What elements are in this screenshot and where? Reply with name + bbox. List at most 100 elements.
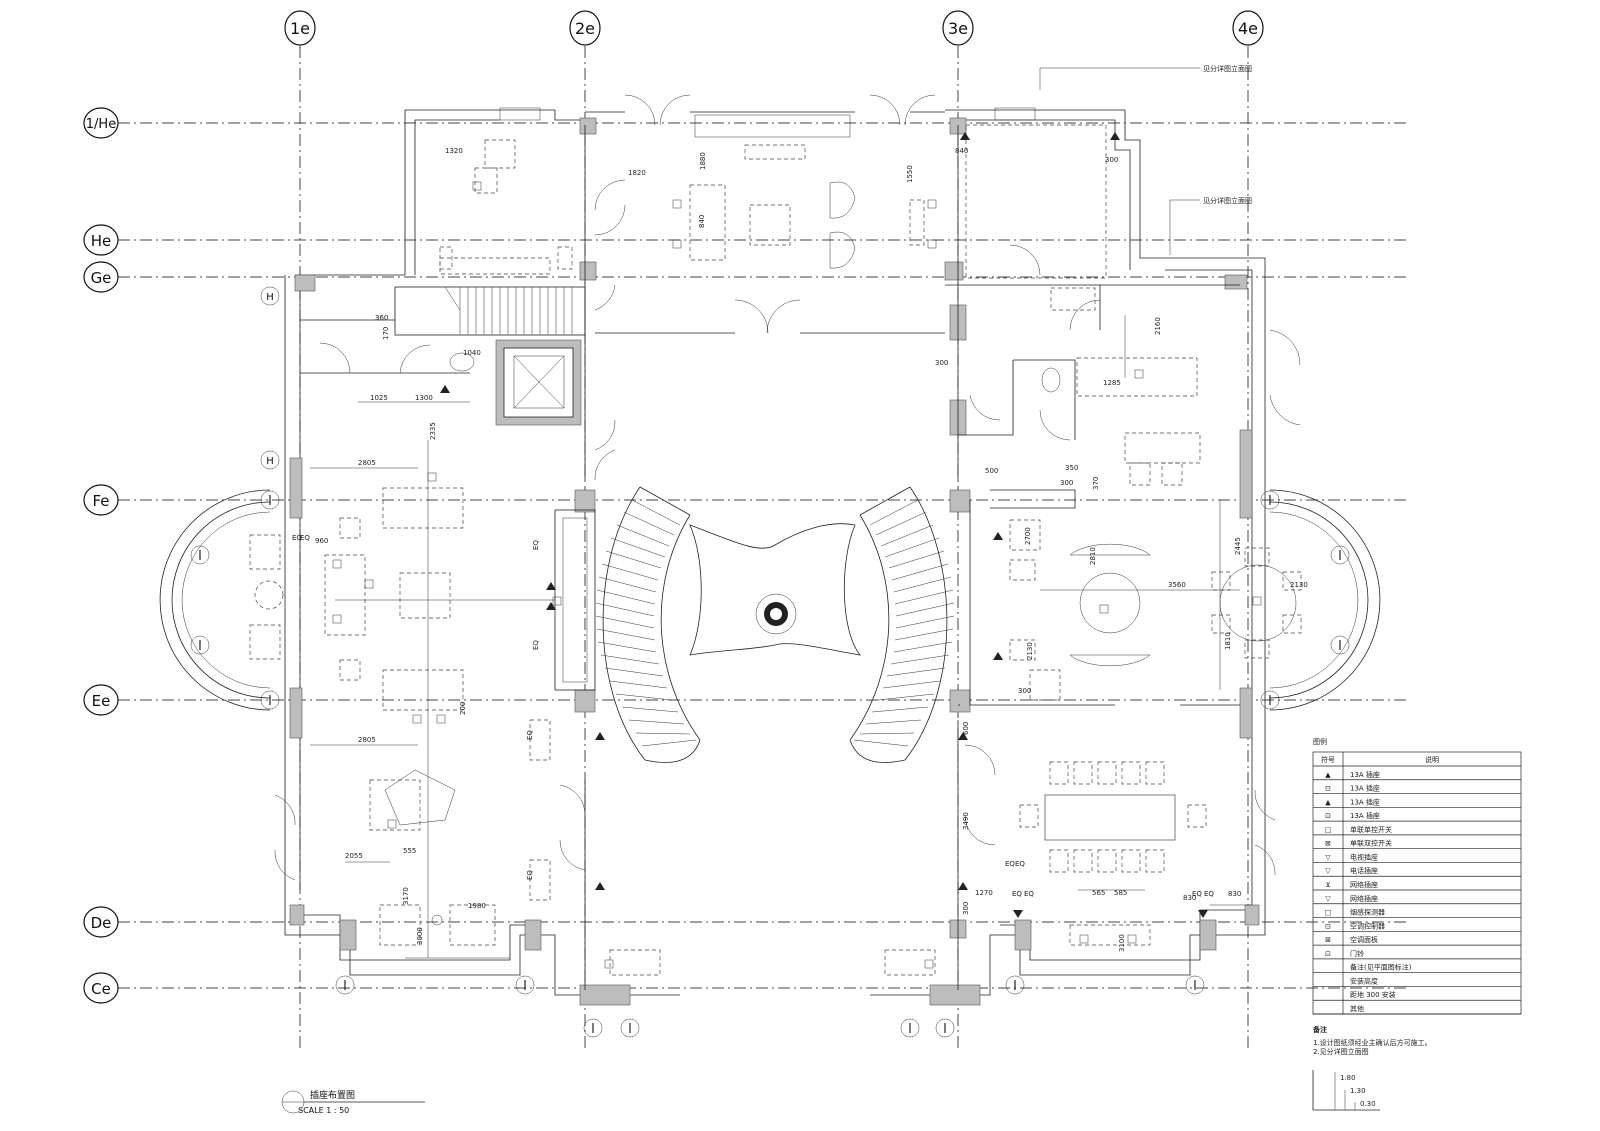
legend-row: ▲13A 插座 (1313, 770, 1521, 781)
dim-left-stair-170: 170 (382, 327, 390, 340)
dim-center-eq-4: EQ (526, 870, 534, 880)
axis-label-fe: Fe (92, 492, 109, 510)
legend-table: 图例 符号 说明 ▲13A 插座⊡13A 插座▲13A 插座⊡13A 插座□单联… (1312, 737, 1522, 1015)
dim-center-eq-1: EQ (532, 540, 540, 550)
dim-right-upper-500: 500 (985, 467, 998, 475)
legend-symbol: ▽ (1325, 895, 1331, 903)
legend-description: 13A 插座 (1350, 811, 1380, 820)
height-diagram: 1.80 1.30 0.30 (1312, 1070, 1380, 1111)
top-note-leaders: 见分详图立面图 见分详图立面图 (1039, 64, 1252, 255)
dim-right-upper-830: 830 (1183, 894, 1196, 902)
exterior-walls (284, 107, 1266, 1006)
axis-bubble-2e: 2e (569, 10, 601, 46)
dim-right-upper-300b: 300 (1060, 479, 1073, 487)
legend-symbol: ⊡ (1325, 922, 1331, 930)
height-mark-3: 0.30 (1360, 1100, 1376, 1108)
right-bay-window (1269, 489, 1381, 711)
legend-symbol: ⊡ (1325, 785, 1331, 793)
legend-row: ⊡ 门铃 (1313, 949, 1521, 960)
dim-center-eq-3: EQ (526, 730, 534, 740)
legend-description: 网络插座 (1350, 880, 1378, 889)
axis-bubble-fe: Fe (83, 484, 119, 516)
dim-left-stair-1040: 1040 (463, 349, 481, 357)
column-axis-bubbles: 1e 2e 3e 4e (284, 10, 1264, 46)
grand-staircase-left (595, 486, 701, 763)
legend-symbol: □ (1325, 826, 1332, 834)
dim-top-right-840: 840 (955, 147, 968, 155)
axis-label-ge: Ge (91, 269, 112, 287)
legend-symbol: ⊠ (1325, 840, 1331, 848)
left-bay-window (159, 489, 284, 711)
dim-center-eq-5: EQ (1005, 860, 1015, 868)
row-axis-bubbles: 1/He He Ge Fe Ee De Ce (83, 107, 119, 1004)
legend-symbol: ▽ (1325, 867, 1331, 875)
axis-bubble-de: De (83, 906, 119, 938)
dim-right-upper-300: 300 (935, 359, 948, 367)
axis-label-de: De (91, 914, 112, 932)
dim-left-lower-1980: 1980 (468, 902, 486, 910)
dim-center-eq-6: EQ (1015, 860, 1025, 868)
legend-row: ⊠ 空调面板 (1313, 935, 1521, 946)
dim-right-lower-eq-3: EQ (1192, 890, 1202, 898)
dim-right-lower-eq-1: EQ (1012, 890, 1022, 898)
dim-right-lower-3100: 3100 (1118, 934, 1126, 952)
h-markers: H H (260, 286, 280, 470)
notes-line-1: 1.设计图纸须经业主确认后方可施工。 (1313, 1038, 1432, 1047)
dim-left-lower-3000: 3000 (416, 927, 424, 945)
dim-left-room-eq-1: EQ (292, 534, 302, 542)
dim-left-room-960: 960 (315, 537, 328, 545)
height-mark-2: 1.30 (1350, 1087, 1366, 1095)
dimension-lines (310, 315, 1252, 959)
axis-bubble-ee: Ee (83, 684, 119, 716)
axis-label-ce: Ce (91, 980, 111, 998)
axis-label-1-he: 1/He (86, 117, 116, 132)
dim-left-mid-1025: 1025 (370, 394, 388, 402)
dim-left-lower-2805: 2805 (358, 736, 376, 744)
legend-description: 门铃 (1350, 949, 1364, 958)
dim-right-upper-2160: 2160 (1154, 317, 1162, 335)
h-marker-lower: H (266, 456, 274, 467)
dim-top-right-1550: 1550 (906, 165, 914, 183)
legend-row: □单联单控开关 (1313, 825, 1521, 836)
dim-top-left-1820: 1820 (628, 169, 646, 177)
legend-row: 其他 (1313, 1004, 1521, 1015)
top-note-1: 见分详图立面图 (1203, 64, 1252, 73)
legend-description: 13A 插座 (1350, 770, 1380, 779)
legend-row: ▽网络插座 (1313, 894, 1521, 905)
legend-description: 单联双控开关 (1350, 839, 1392, 848)
legend-description: 烟感探测器 (1350, 908, 1385, 917)
door-swings (274, 94, 1301, 881)
h-marker-upper: H (266, 292, 274, 303)
drawing-title-block: 插座布置图 SCALE 1 : 50 (281, 1089, 425, 1115)
upper-staircase (394, 286, 586, 336)
legend-header-symbol: 符号 (1321, 755, 1335, 764)
axis-bubble-1-he: 1/He (83, 107, 119, 139)
axis-bubble-4e: 4e (1232, 10, 1264, 46)
structural-columns (289, 117, 1260, 951)
notes-line-2: 2.见分详图立面图 (1313, 1047, 1369, 1056)
axis-bubble-ge: Ge (83, 261, 119, 293)
notes-heading: 备注 (1312, 1025, 1327, 1034)
dim-right-mid-2810: 2810 (1089, 547, 1097, 565)
legend-symbol: ⊡ (1325, 950, 1331, 958)
grand-staircase-right (849, 486, 955, 763)
axis-label-4e: 4e (1238, 19, 1258, 38)
legend-symbol: ⊠ (1325, 936, 1331, 944)
drawing-scale: SCALE 1 : 50 (298, 1106, 349, 1115)
legend-description: 空调控制器 (1350, 921, 1385, 930)
legend-description: 空调面板 (1350, 935, 1378, 944)
legend-row: ▽电视插座 (1313, 852, 1521, 863)
legend-row: ⊡ 空调控制器 (1313, 921, 1521, 932)
legend-row: ⊻网络插座 (1313, 880, 1521, 891)
legend-row: 备注(见平面图标注) (1313, 963, 1521, 974)
legend-row: ⊡13A 插座 (1313, 784, 1521, 794)
round-tables (1069, 543, 1302, 667)
dim-right-lower-565: 565 (1092, 889, 1105, 897)
legend-description: 距地 300 安装 (1350, 990, 1396, 999)
legend-rows: ▲13A 插座⊡13A 插座▲13A 插座⊡13A 插座□单联单控开关⊠单联双控… (1313, 770, 1521, 1015)
dim-top-right-300: 300 (1105, 156, 1118, 164)
legend-row: ▲13A 插座 (1313, 797, 1521, 808)
dim-top-left-1320: 1320 (445, 147, 463, 155)
